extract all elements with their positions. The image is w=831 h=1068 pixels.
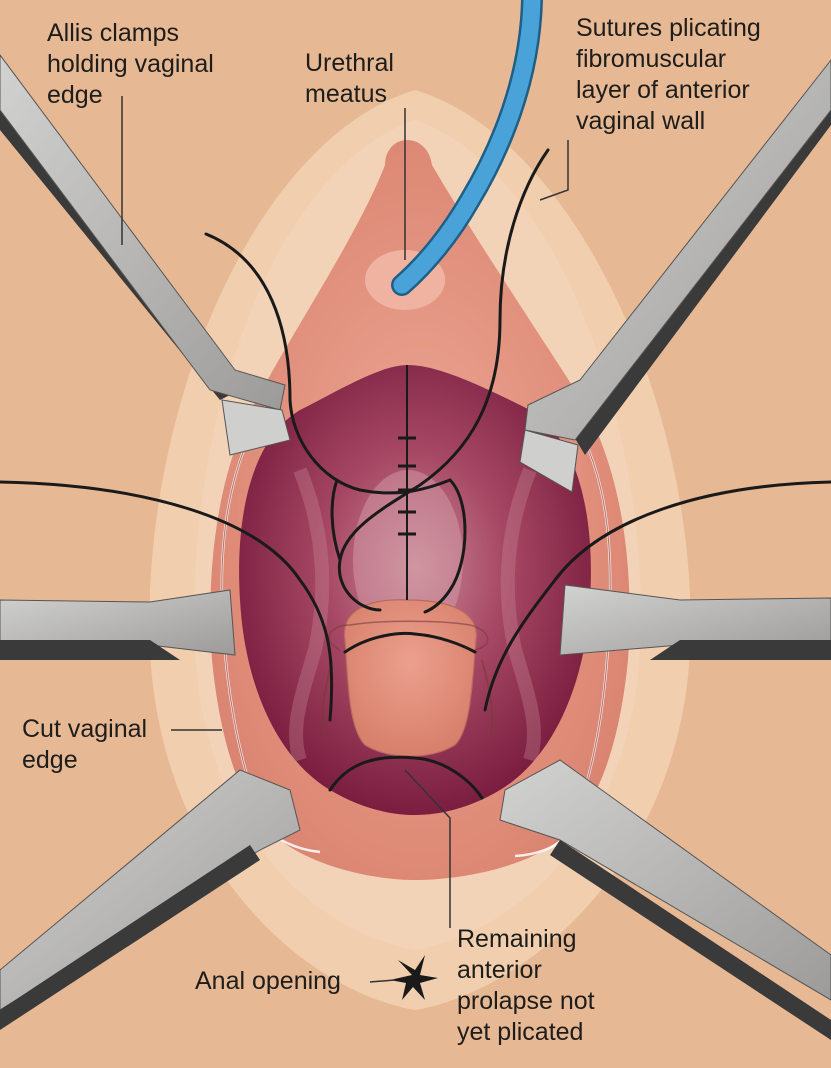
leader-lines xyxy=(121,96,569,983)
allis-clamps xyxy=(0,54,831,1040)
suture-right-long xyxy=(483,480,831,712)
leader-anal xyxy=(369,979,396,983)
label-cut-vaginal-edge: Cut vaginal edge xyxy=(22,715,148,774)
suture-left-long xyxy=(0,480,334,722)
clamp-middle-left xyxy=(0,589,236,660)
cavity-fold-left xyxy=(288,467,330,763)
suture-mid-loop xyxy=(330,478,342,562)
suture-left-loop xyxy=(204,232,452,495)
suture-center-loop xyxy=(423,478,467,614)
anal-opening xyxy=(390,955,438,1000)
suture-bottom-arc xyxy=(328,755,484,800)
label-anal-opening: Anal opening xyxy=(195,967,341,995)
suture-right-loop xyxy=(337,148,550,612)
leader-remaining xyxy=(404,769,451,928)
clamp-middle-right xyxy=(559,584,831,660)
label-allis-clamps: Allis clamps holding vaginal edge xyxy=(47,19,214,109)
leader-sutures xyxy=(539,140,569,201)
suture-upper-arc xyxy=(343,632,477,654)
catheter-body xyxy=(393,0,541,294)
prolapse-side-right xyxy=(481,659,494,743)
prolapse-outline xyxy=(328,620,489,651)
label-urethral-meatus: Urethral meatus xyxy=(305,49,394,108)
suture-threads xyxy=(0,148,831,800)
clamp-bottom-left xyxy=(0,769,301,1030)
clamp-top-left xyxy=(0,54,291,456)
clamp-top-right xyxy=(519,59,831,493)
vaginal-cavity xyxy=(239,365,591,815)
cavity-fold-right xyxy=(500,467,542,763)
label-sutures: Sutures plicating fibromuscular layer of… xyxy=(576,14,761,135)
label-remaining-prolapse: Remaining anterior prolapse not yet plic… xyxy=(457,925,595,1046)
clamp-bottom-right xyxy=(499,759,831,1040)
